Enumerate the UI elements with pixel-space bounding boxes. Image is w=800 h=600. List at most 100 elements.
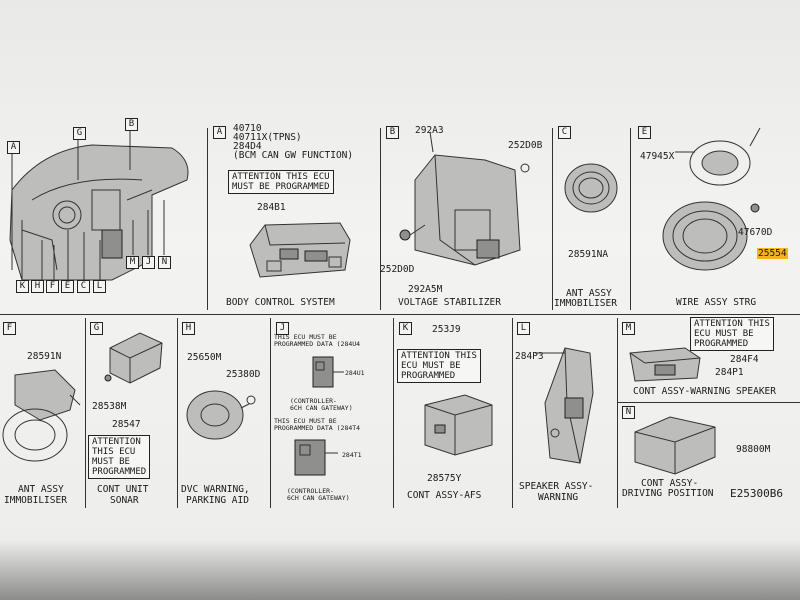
part-number: 252D0D <box>380 264 415 275</box>
warning-line: ATTENTION THIS <box>401 351 477 361</box>
panel-letter[interactable]: M <box>622 322 635 335</box>
warning-line: MUST BE PROGRAMMED <box>232 182 330 192</box>
callout-g[interactable]: G <box>73 127 86 140</box>
panel-caption: IMMOBILISER <box>4 495 67 506</box>
part-number: 28591N <box>27 351 62 362</box>
callout-j[interactable]: J <box>142 256 155 269</box>
afs-module-drawing <box>424 394 493 456</box>
grid-divider <box>177 318 178 508</box>
gateway-module-drawing <box>312 356 344 388</box>
grid-divider <box>617 402 800 403</box>
panel-letter[interactable]: L <box>517 322 530 335</box>
controller-label: 6CH CAN GATEWAY) <box>287 494 350 502</box>
warning-speaker-drawing <box>535 347 594 464</box>
warning-line: THIS ECU <box>92 447 136 457</box>
part-number: 28575Y <box>427 473 462 484</box>
warning-line: ATTENTION THIS ECU <box>232 172 330 182</box>
part-number: 47670D <box>738 227 773 238</box>
panel-caption: DRIVING POSITION <box>622 488 714 499</box>
program-note: PROGRAMMED DATA (284U4 <box>274 340 361 348</box>
grid-divider <box>270 318 271 508</box>
part-number: 284P1 <box>715 367 744 378</box>
program-note: THIS ECU MUST BE <box>274 417 337 425</box>
panel-caption: ANT ASSY <box>18 484 64 495</box>
panel-caption: CONT UNIT <box>97 484 149 495</box>
warning-line: PROGRAMMED <box>92 467 147 477</box>
part-number: 284T1 <box>342 451 362 459</box>
part-number: 47945X <box>640 151 675 162</box>
panel-letter[interactable]: K <box>399 322 412 335</box>
callout-e[interactable]: E <box>61 280 74 293</box>
voltage-stabilizer-drawing <box>399 131 530 266</box>
part-number: 253J9 <box>432 324 461 335</box>
part-number: 25650M <box>187 352 222 363</box>
callout-a[interactable]: A <box>7 141 20 154</box>
callout-m[interactable]: M <box>126 256 139 269</box>
part-number: 28591NA <box>568 249 609 260</box>
part-number: 284D4 <box>233 141 262 152</box>
part-number: 284U1 <box>345 369 365 377</box>
panel-caption: CONT ASSY-WARNING SPEAKER <box>633 386 776 397</box>
panel-letter[interactable]: C <box>558 126 571 139</box>
panel-letter[interactable]: A <box>213 126 226 139</box>
panel-caption: PARKING AID <box>186 495 249 506</box>
part-number: 25380D <box>226 369 261 380</box>
panel-letter[interactable]: E <box>638 126 651 139</box>
panel-caption: WARNING <box>538 492 579 503</box>
controller-label: 6CH CAN GATEWAY) <box>290 404 353 412</box>
warning-line: PROGRAMMED <box>694 339 749 349</box>
callout-l[interactable]: L <box>93 280 106 293</box>
warning-line: MUST BE <box>92 457 130 467</box>
part-number: 252D0B <box>508 140 543 151</box>
warning-line: ECU MUST BE <box>694 329 754 339</box>
ecu-warning-box: ATTENTION THIS ECU MUST BE PROGRAMMED <box>88 435 151 479</box>
grid-divider <box>85 318 86 508</box>
grid-divider <box>617 318 618 508</box>
parking-sensor-drawing <box>186 390 256 440</box>
panel-caption: CONT ASSY- <box>641 478 699 489</box>
part-number-highlighted[interactable]: 25554 <box>757 248 788 259</box>
part-number: 292A3 <box>415 125 444 136</box>
panel-caption: CONT ASSY-AFS <box>407 490 482 501</box>
part-number: 292A5M <box>408 284 443 295</box>
grid-divider <box>512 318 513 508</box>
part-number: 284B1 <box>257 202 286 213</box>
dashboard-drawing <box>9 130 189 281</box>
panel-letter[interactable]: J <box>276 322 289 335</box>
callout-h[interactable]: H <box>31 280 44 293</box>
panel-caption: BODY CONTROL SYSTEM <box>226 297 335 308</box>
sonar-unit-drawing <box>104 332 163 384</box>
warning-line: ECU MUST BE <box>401 361 461 371</box>
warning-line: PROGRAMMED <box>401 371 456 381</box>
part-number: 40710 <box>233 123 262 134</box>
panel-letter[interactable]: G <box>90 322 103 335</box>
callout-b[interactable]: B <box>125 118 138 131</box>
antenna-coil-drawing <box>2 369 81 462</box>
ecu-warning-box: ATTENTION THIS ECU MUST BE PROGRAMMED <box>690 317 774 351</box>
callout-f[interactable]: F <box>46 280 59 293</box>
part-number: 28538M <box>92 401 127 412</box>
grid-divider <box>380 128 381 310</box>
warning-line: ATTENTION THIS <box>694 319 770 329</box>
ecu-warning-box: ATTENTION THIS ECU MUST BE PROGRAMMED <box>397 349 481 383</box>
panel-letter[interactable]: H <box>182 322 195 335</box>
part-number: 28547 <box>112 419 141 430</box>
part-number: 98800M <box>736 444 771 455</box>
figure-code: E25300B6 <box>730 487 783 500</box>
panel-letter[interactable]: F <box>3 322 16 335</box>
callout-k[interactable]: K <box>16 280 29 293</box>
panel-caption: VOLTAGE STABILIZER <box>398 297 501 308</box>
grid-divider <box>207 128 208 310</box>
panel-letter[interactable]: B <box>386 126 399 139</box>
grid-divider <box>0 314 800 315</box>
gateway-module-drawing <box>294 439 338 476</box>
callout-n[interactable]: N <box>158 256 171 269</box>
controller-label: (CONTROLLER- <box>290 397 337 405</box>
panel-letter[interactable]: N <box>622 406 635 419</box>
grid-divider <box>630 128 631 310</box>
antenna-ring-drawing <box>564 163 618 213</box>
driving-position-unit-drawing <box>634 416 716 475</box>
callout-c[interactable]: C <box>77 280 90 293</box>
program-note: PROGRAMMED DATA (284T4 <box>274 424 361 432</box>
